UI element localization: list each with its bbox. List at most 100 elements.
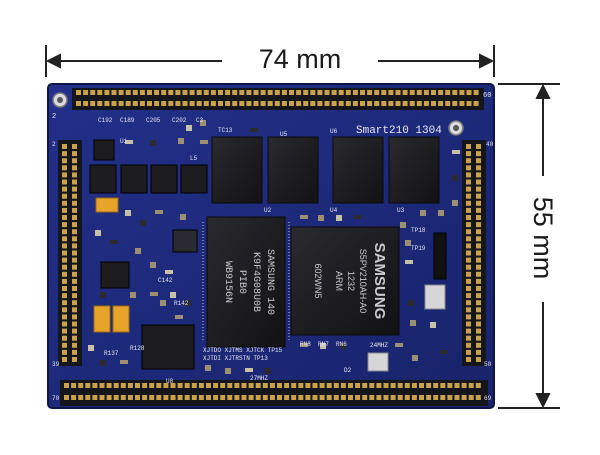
header-pin	[72, 286, 77, 291]
soc-code: 602WN5	[313, 263, 323, 298]
header-pin	[227, 383, 233, 388]
header-pin	[395, 101, 401, 106]
header-pin	[72, 250, 77, 256]
header-pin	[191, 395, 197, 400]
header-pin	[476, 165, 481, 171]
header-pin	[156, 395, 162, 400]
header-pin	[284, 395, 290, 400]
header-pin	[312, 395, 318, 400]
width-dimension-label: 74 mm	[224, 44, 376, 74]
header-pin	[476, 243, 481, 249]
header-pin	[291, 395, 297, 400]
header-pin	[340, 383, 346, 388]
header-pin	[154, 101, 160, 106]
header-pin	[476, 207, 481, 213]
header-pin	[459, 90, 465, 95]
header-pin	[72, 335, 77, 341]
header-pin	[409, 101, 415, 106]
header-pin	[419, 383, 424, 388]
smd-component	[100, 292, 106, 298]
header-pin	[433, 383, 439, 388]
pin-label-right-bottom: 50	[484, 361, 492, 368]
header-pin	[191, 383, 197, 388]
header-pin	[125, 90, 131, 95]
header-pin	[355, 383, 361, 388]
header-pin	[220, 383, 226, 388]
smd-component	[452, 200, 458, 206]
header-pin	[454, 395, 460, 400]
header-pin	[431, 90, 436, 95]
header-pin	[72, 229, 77, 235]
header-pin	[476, 286, 481, 291]
header-pin	[142, 395, 148, 400]
header-pin	[62, 179, 67, 185]
header-pin	[62, 158, 67, 164]
soc-line3: ARM	[334, 271, 344, 291]
header-pin	[277, 383, 282, 388]
header-pin	[326, 395, 332, 400]
silk-u4: U4	[330, 207, 338, 214]
header-pin	[433, 395, 439, 400]
header-pin	[298, 383, 304, 388]
header-pin	[397, 383, 403, 388]
header-pin	[291, 383, 297, 388]
header-pin	[161, 90, 167, 95]
header-pin	[225, 90, 231, 95]
header-pin	[466, 314, 471, 320]
header-pin	[71, 395, 77, 400]
header-pin	[348, 383, 353, 388]
smd-component	[155, 210, 163, 214]
tantalum-capacitors	[93, 197, 130, 333]
header-pin	[274, 90, 280, 95]
header-pin	[476, 236, 481, 242]
header-pin	[284, 383, 290, 388]
smd-component	[110, 240, 118, 244]
header-pin	[168, 90, 174, 95]
header-pin	[426, 395, 432, 400]
header-pin	[476, 200, 481, 206]
header-pin	[241, 383, 247, 388]
header-pin	[72, 151, 77, 157]
header-pin	[476, 179, 481, 185]
header-pin	[367, 90, 373, 95]
header-pin	[269, 383, 275, 388]
header-pin	[369, 383, 375, 388]
smd-component	[160, 300, 166, 306]
header-pin	[310, 90, 316, 95]
header-pin	[72, 357, 77, 362]
header-pin	[62, 278, 67, 284]
header-pin	[411, 395, 417, 400]
header-pin	[210, 90, 216, 95]
smd-component	[135, 248, 141, 254]
header-pin	[423, 101, 429, 106]
smd-component	[150, 262, 156, 268]
header-pin	[182, 90, 188, 95]
header-pin	[206, 383, 211, 388]
smd-component	[88, 345, 94, 351]
header-pin	[305, 383, 311, 388]
header-pin	[72, 207, 77, 213]
header-pin	[218, 101, 223, 106]
header-pin	[62, 321, 67, 327]
header-pin	[476, 314, 481, 320]
header-pin	[445, 90, 451, 95]
header-pin	[473, 90, 479, 95]
header-pin	[461, 395, 467, 400]
header-pin	[445, 101, 451, 106]
header-pin	[333, 395, 339, 400]
silk-tc13: TC13	[218, 127, 233, 134]
top-pin-header	[72, 88, 484, 110]
header-pin	[125, 101, 131, 106]
silk-cap-label: C205	[146, 117, 161, 124]
header-pin	[232, 90, 238, 95]
header-pin	[466, 293, 471, 299]
smd-component	[408, 300, 414, 306]
header-pin	[324, 101, 330, 106]
header-pin	[476, 250, 481, 256]
silk-label: RN8	[300, 341, 311, 348]
header-pin	[97, 90, 103, 95]
header-pin	[466, 236, 471, 242]
crystal-oscillator-2	[367, 352, 389, 372]
header-pin	[476, 271, 481, 277]
header-pin	[374, 90, 380, 95]
